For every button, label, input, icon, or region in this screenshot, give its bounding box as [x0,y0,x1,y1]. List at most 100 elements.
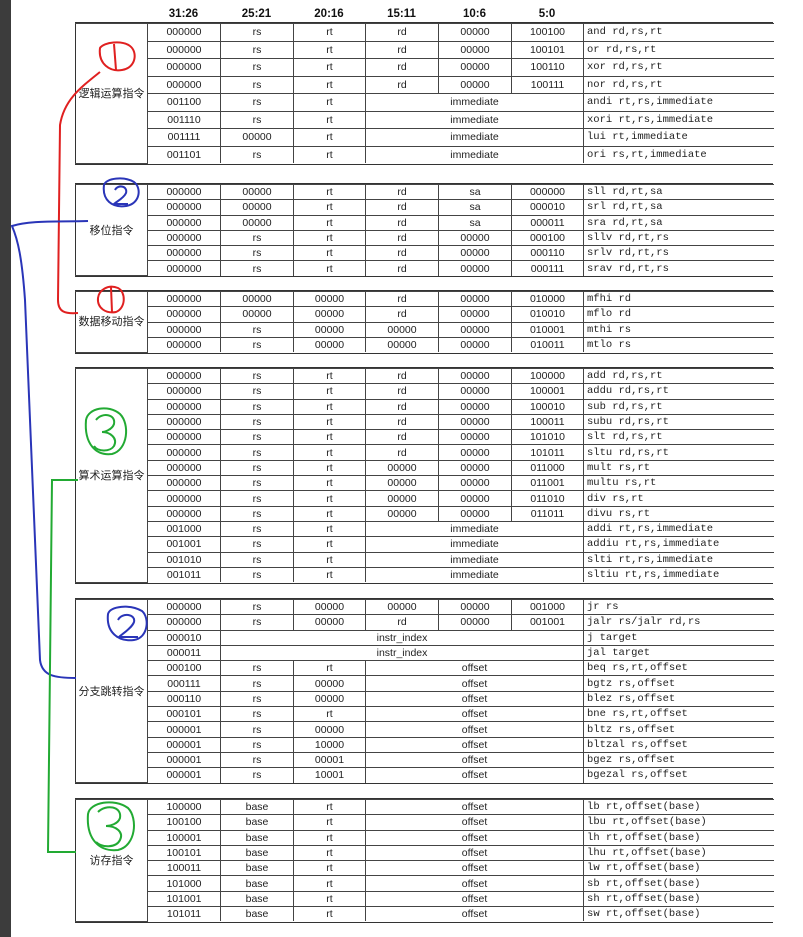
field-cell: base [220,844,294,862]
field-cell: rd [365,429,439,446]
assembly-syntax: and rd,rs,rt [583,23,774,42]
field-cell: rs [220,505,294,522]
field-cell: 00000 [293,290,366,308]
field-cell: rt [293,58,366,77]
field-cell: rs [220,367,294,385]
field-cell: rd [365,290,439,308]
field-cell: rt [293,199,366,216]
field-cell: 000000 [147,321,221,338]
group-label: 算术运算指令 [75,368,148,583]
field-cell: rt [293,444,366,461]
field-cell: rs [220,598,294,616]
assembly-syntax: subu rd,rs,rt [583,413,774,431]
field-cell: 000110 [147,690,221,708]
field-cell: rt [293,660,366,677]
field-cell: 000000 [147,429,221,446]
field-cell: 000000 [147,614,221,631]
assembly-syntax: sh rt,offset(base) [583,890,774,908]
assembly-syntax: mthi rs [583,321,774,338]
field-cell: rt [293,398,366,415]
immediate-field: immediate [365,128,584,147]
field-cell: rs [220,706,294,723]
field-cell: 001101 [147,145,221,163]
field-cell: 00000 [438,58,512,77]
field-cell: rs [220,551,294,568]
field-cell: 001111 [147,128,221,147]
field-cell: rs [220,93,294,112]
immediate-field: offset [365,706,584,723]
field-cell: rt [293,367,366,385]
field-cell: 000001 [147,751,221,769]
green-bracket-line [46,479,78,853]
immediate-field: offset [365,675,584,692]
field-cell: 001000 [511,598,584,616]
assembly-syntax: sb rt,offset(base) [583,875,774,892]
field-cell: 010000 [511,290,584,308]
assembly-syntax: bgezal rs,offset [583,767,774,783]
assembly-syntax: div rs,rt [583,490,774,507]
assembly-syntax: jr rs [583,598,774,616]
field-cell: rs [220,75,294,94]
immediate-field: offset [365,660,584,677]
field-cell: 000000 [147,260,221,276]
field-cell: 100101 [511,40,584,59]
field-cell: rs [220,110,294,129]
assembly-syntax: addu rd,rs,rt [583,383,774,400]
assembly-syntax: mfhi rd [583,290,774,308]
field-cell: rd [365,40,439,59]
field-cell: 000000 [147,58,221,77]
immediate-field: immediate [365,93,584,112]
field-cell: 000111 [511,260,584,276]
field-cell: 00000 [438,321,512,338]
assembly-syntax: srav rd,rt,rs [583,260,774,276]
field-cell: 00000 [293,675,366,692]
field-cell: 00000 [365,336,439,353]
header-bits-20-16: 20:16 [314,8,344,20]
immediate-field: offset [365,690,584,708]
field-cell: base [220,890,294,908]
field-cell: 101010 [511,429,584,446]
field-cell: rs [220,566,294,583]
field-cell: rt [293,459,366,477]
assembly-syntax: lh rt,offset(base) [583,829,774,846]
immediate-field: offset [364,814,585,831]
field-cell: rs [220,336,294,353]
bit-field-header: 31:26 25:21 20:16 15:11 10:6 5:0 [0,6,803,22]
field-cell: 00000 [438,490,512,507]
field-cell: 000111 [147,675,221,692]
immediate-field: offset [365,767,584,783]
field-cell: rt [293,40,366,59]
field-cell: 100110 [511,58,584,77]
field-cell: rs [220,520,294,538]
left-window-edge [0,0,11,937]
field-cell: rt [293,844,366,862]
field-cell: 100000 [511,367,584,385]
field-cell: rs [220,536,294,553]
field-cell: rd [365,229,439,247]
group-label: 分支跳转指令 [75,598,148,784]
field-cell: 00000 [220,290,294,308]
header-bits-31-26: 31:26 [168,8,199,20]
group-label: 数据移动指令 [75,291,148,353]
field-cell: rs [220,614,294,631]
field-cell: 00000 [438,398,512,415]
assembly-syntax: bltzal rs,offset [583,736,774,753]
field-cell: rd [365,183,439,201]
field-cell: 000001 [147,767,221,783]
field-cell: 00000 [438,413,512,431]
field-cell: rs [220,751,294,769]
